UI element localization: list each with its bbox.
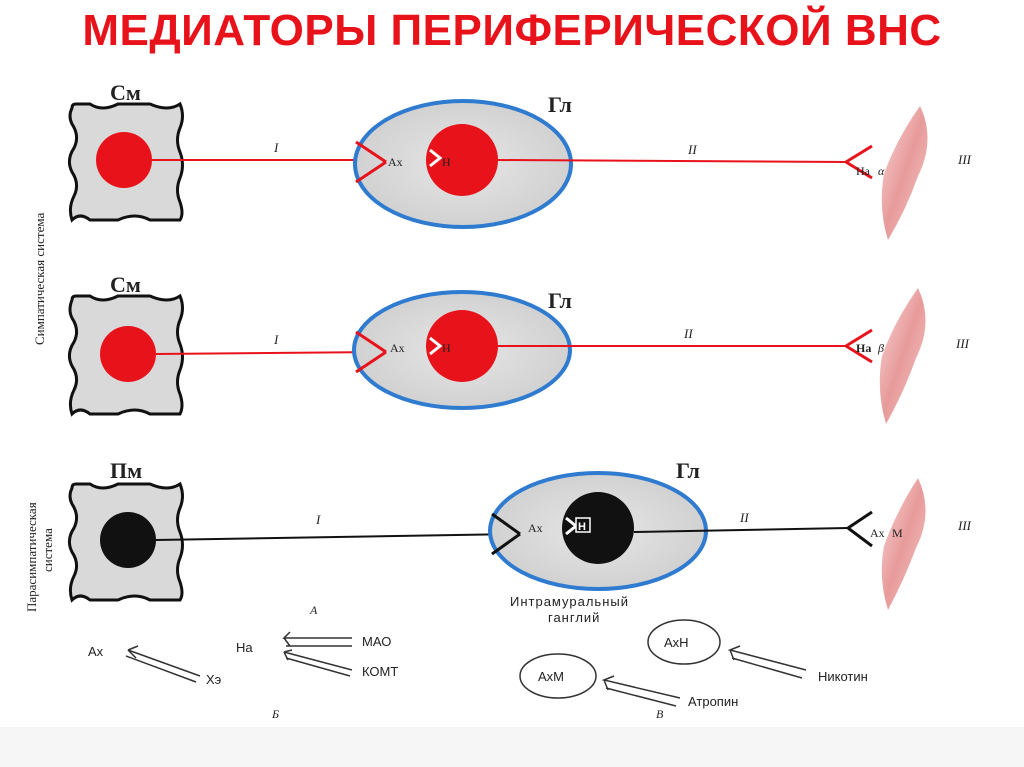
target-organ bbox=[882, 106, 928, 240]
fiber-2-label: II bbox=[739, 510, 749, 525]
section-b-label: Б bbox=[271, 707, 279, 721]
page-title: МЕДИАТОРЫ ПЕРИФЕРИЧЕСКОЙ ВНС bbox=[0, 0, 1024, 62]
target-organ bbox=[880, 288, 926, 424]
effector-terminal bbox=[848, 512, 872, 546]
legend-v: АхН АхМ Никотин Атропин bbox=[520, 620, 868, 709]
preganglionic-fiber bbox=[156, 534, 518, 540]
autonomic-mediators-diagram: Симпатическая система Парасимпатическая … bbox=[0, 62, 1024, 727]
fiber-1-label: I bbox=[273, 332, 279, 347]
atropine-label: Атропин bbox=[688, 694, 738, 709]
neuron-body bbox=[100, 326, 156, 382]
che-label: Хэ bbox=[206, 672, 222, 687]
neuron-body bbox=[100, 512, 156, 568]
ganglion-neuron bbox=[426, 310, 498, 382]
nicotine-label: Никотин bbox=[818, 669, 868, 684]
organ-label: III bbox=[955, 336, 970, 351]
arrow-nicotine-to-axn bbox=[730, 646, 806, 678]
effector-receptor: М bbox=[892, 526, 903, 540]
ganglion-note-2: ганглий bbox=[548, 610, 600, 625]
ganglion-receptor: Н bbox=[442, 155, 451, 169]
target-organ bbox=[882, 478, 926, 610]
organ-label: III bbox=[957, 152, 972, 167]
row-sympathetic-alpha: См Гл I II III Ах Н На α bbox=[69, 80, 971, 240]
arrow-che-to-ach-outline bbox=[126, 656, 196, 682]
cell-label: См bbox=[110, 80, 141, 105]
section-a-label: А bbox=[309, 603, 318, 617]
sympathetic-side-label: Симпатическая система bbox=[32, 213, 47, 345]
legend-b: Ах Хэ На МАО КОМТ bbox=[88, 632, 398, 687]
parasympathetic-side-label-2: система bbox=[40, 528, 55, 572]
ganglion-note-1: Интрамуральный bbox=[510, 594, 629, 609]
row-sympathetic-beta: См Гл I II III Ах Н На β bbox=[69, 272, 969, 424]
ganglion-label: Гл bbox=[548, 92, 572, 117]
fiber-1-label: I bbox=[315, 512, 321, 527]
ganglion-mediator: Ах bbox=[388, 155, 403, 169]
axm-label: АхМ bbox=[538, 669, 564, 684]
effector-receptor: β bbox=[877, 341, 884, 355]
effector-mediator: На bbox=[856, 164, 871, 178]
cell-label: Пм bbox=[110, 458, 142, 483]
section-v-label: В bbox=[656, 707, 664, 721]
arrow-mao-to-na bbox=[284, 632, 352, 646]
ganglion-mediator: Ах bbox=[528, 521, 543, 535]
mao-label: МАО bbox=[362, 634, 391, 649]
arrow-komt-to-na bbox=[284, 650, 352, 676]
arrow-atropine-to-axm bbox=[604, 676, 680, 706]
effector-mediator: Ах bbox=[870, 526, 885, 540]
fiber-1-label: I bbox=[273, 140, 279, 155]
ach-label: Ах bbox=[88, 644, 104, 659]
fiber-2-label: II bbox=[687, 142, 697, 157]
cell-label: См bbox=[110, 272, 141, 297]
organ-label: III bbox=[957, 518, 972, 533]
komt-label: КОМТ bbox=[362, 664, 398, 679]
ganglion-receptor: Н bbox=[442, 341, 451, 355]
effector-mediator: На bbox=[856, 341, 871, 355]
na-label: На bbox=[236, 640, 253, 655]
row-parasympathetic: Пм Гл I II III Ах Н Ах М Интрамуральный … bbox=[69, 458, 971, 625]
effector-receptor: α bbox=[878, 164, 885, 178]
ganglion-mediator: Ах bbox=[390, 341, 405, 355]
footer-bar bbox=[0, 727, 1024, 767]
ganglion-receptor: Н bbox=[578, 521, 586, 533]
ganglion-label: Гл bbox=[676, 458, 700, 483]
ganglion-label: Гл bbox=[548, 288, 572, 313]
fiber-2-label: II bbox=[683, 326, 693, 341]
neuron-body bbox=[96, 132, 152, 188]
parasympathetic-side-label-1: Парасимпатическая bbox=[24, 502, 39, 612]
axn-label: АхН bbox=[664, 635, 689, 650]
preganglionic-fiber bbox=[156, 352, 384, 354]
